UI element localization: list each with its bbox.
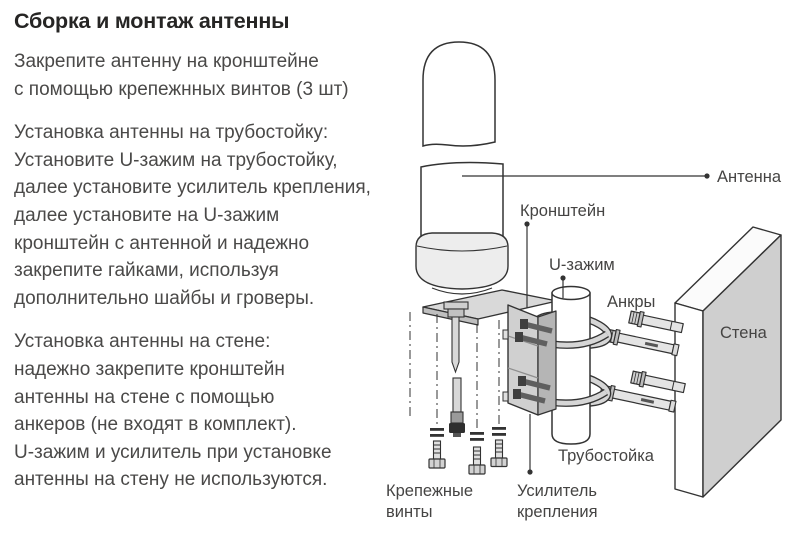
anchor-bolt [628, 310, 684, 334]
pole-mount-paragraph: Установка антенны на трубостойку: Устано… [14, 122, 371, 309]
pole-body [551, 292, 591, 445]
wall-mount-paragraph: Установка антенны на стене: надежно закр… [14, 331, 332, 491]
bracket-label: Кронштейн [520, 202, 605, 220]
anchors-label: Анкры [607, 293, 655, 311]
reinforcement-label-line1: Усилитель [517, 482, 597, 500]
connector-knurl [449, 423, 465, 433]
antenna-collar [415, 232, 509, 290]
instruction-text-column: Сборка и монтаж антенны Закрепите антенн… [14, 0, 416, 510]
antenna-leader-dot [704, 173, 710, 179]
anchor-bolts: Анкры [599, 293, 686, 413]
reinforcement-label-line2: крепления [517, 503, 598, 521]
page-title: Сборка и монтаж антенны [14, 9, 290, 33]
pole-top [551, 285, 591, 301]
mounting-screw [490, 427, 508, 468]
antenna-label: Антенна [717, 168, 782, 186]
connector-washer [443, 301, 469, 310]
antenna-collar-rim [416, 245, 508, 252]
wall-front-face [702, 234, 782, 498]
connector-tip [453, 433, 461, 437]
reinforcement-leader-dot [527, 469, 533, 475]
antenna-body [420, 161, 504, 237]
mounting-screw [468, 432, 486, 475]
anchor-bolt [630, 370, 686, 394]
screws-label-line1: Крепежные [386, 482, 473, 500]
connector-nut [447, 308, 465, 318]
antenna-base-arc [431, 287, 493, 295]
antenna-connector [443, 301, 469, 437]
screws-label-line2: винты [386, 503, 433, 521]
connector-rod-lower [452, 377, 462, 413]
antenna [415, 41, 509, 295]
channel-tab [502, 391, 509, 402]
wall-label: Стена [720, 324, 768, 342]
intro-paragraph: Закрепите антенну на кронштейне с помощь… [14, 51, 349, 100]
mounting-screws [428, 427, 508, 475]
connector-rod-upper [451, 316, 460, 374]
anchor-bolt [604, 328, 680, 357]
axis-lines [409, 312, 500, 434]
callouts: Антенна Кронштейн U-зажим Усилитель креп… [386, 168, 782, 521]
pole-label: Трубостойка [558, 447, 655, 465]
mounting-screw [428, 428, 446, 469]
channel-tab [502, 329, 509, 340]
antenna-radome [422, 41, 496, 148]
connector-body [450, 411, 464, 424]
u-clamp-label: U-зажим [549, 256, 615, 274]
wall: Стена [674, 226, 782, 498]
u-bolt-ends [513, 319, 553, 404]
